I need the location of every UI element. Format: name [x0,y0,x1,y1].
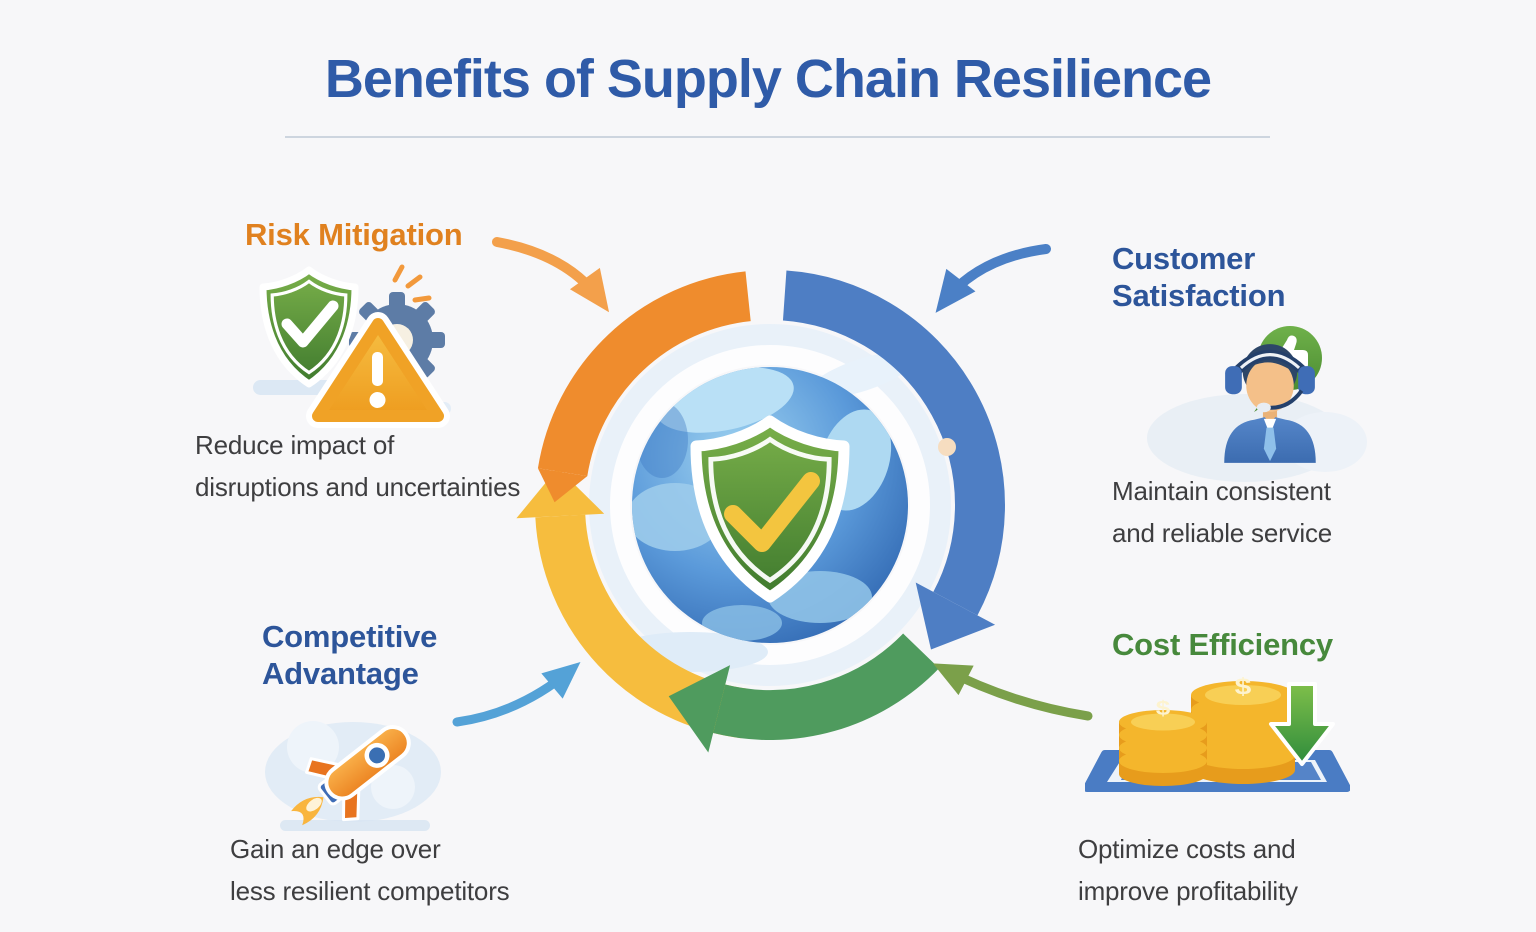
shield-check-warning-gear-icon [253,264,451,428]
benefit-label-customer: Customer Satisfaction [1112,241,1286,313]
warning-triangle-icon [306,312,450,428]
benefit-desc-risk: Reduce impact of disruptions and uncerta… [195,430,521,502]
shield-checkmark-icon [690,415,850,603]
coin-stacks-down-arrow-icon: $ $ [1085,673,1350,792]
title-underline [285,136,1270,138]
spark-marks [392,264,432,303]
svg-text:$: $ [1235,673,1252,699]
coin-stack-tall: $ [1191,673,1295,784]
support-agent-thumbs-up-icon [1147,326,1367,482]
cycle-arrow-blue [782,270,1005,650]
benefit-desc-customer: Maintain consistent and reliable service [1112,476,1333,548]
resilience-cycle-graphic [516,270,1005,753]
benefit-label-cost: Cost Efficiency [1112,627,1333,662]
benefit-desc-competitive: Gain an edge over less resilient competi… [230,834,510,906]
rocket-body [291,725,411,826]
support-agent-icon [1224,344,1316,463]
svg-text:$: $ [1156,697,1170,720]
cycle-arrow-green [668,633,940,753]
coin-stack-short: $ [1119,697,1207,786]
shield-check-icon [259,266,359,388]
benefit-label-risk: Risk Mitigation [245,217,463,252]
page-title: Benefits of Supply Chain Resilience [324,49,1212,109]
cycle-arrow-orange [537,271,752,503]
accent-dot [938,438,956,456]
benefit-label-competitive: Competitive Advantage [262,619,438,691]
benefit-desc-cost: Optimize costs and improve profitability [1078,834,1298,906]
rocket-icon [265,721,441,831]
down-arrow-icon [1269,682,1335,766]
